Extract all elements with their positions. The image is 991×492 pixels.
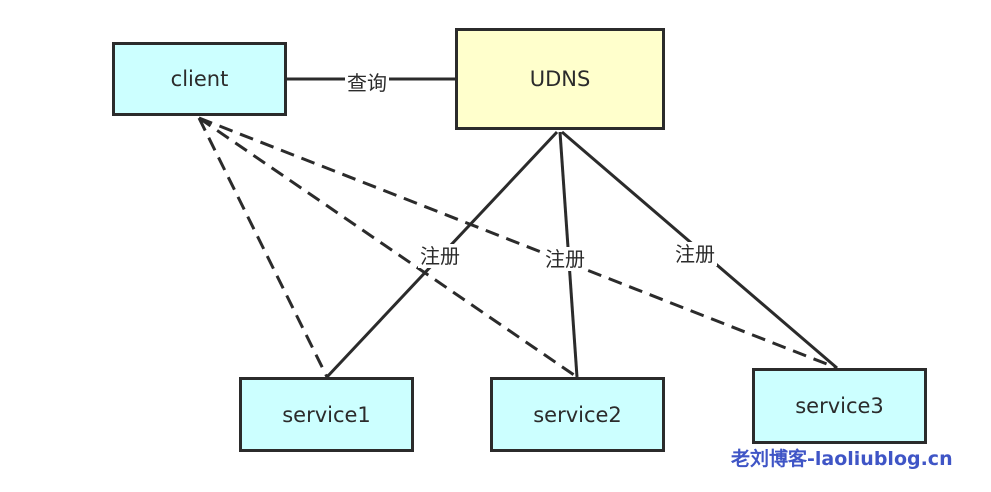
edge-label-register-service3: 注册: [673, 242, 717, 266]
service1-node: service1: [239, 377, 414, 452]
edge-client-service1-dashed: [197, 117, 329, 378]
client-label: client: [170, 67, 229, 91]
service1-label: service1: [282, 402, 371, 427]
edge-label-query: 查询: [345, 71, 389, 95]
client-node: client: [112, 42, 287, 116]
udns-node: UDNS: [455, 28, 665, 130]
edge-label-register-service1: 注册: [418, 244, 462, 268]
edge-client-service3-dashed: [198, 116, 838, 370]
service3-node: service3: [752, 368, 927, 444]
service3-label: service3: [795, 394, 884, 418]
watermark: 老刘博客-laoliublog.cn: [731, 448, 953, 470]
edge-label-register-service2: 注册: [543, 247, 587, 271]
service2-label: service2: [533, 402, 622, 427]
udns-label: UDNS: [529, 67, 591, 91]
edge-client-service2-dashed: [198, 116, 578, 379]
service2-node: service2: [490, 377, 665, 452]
